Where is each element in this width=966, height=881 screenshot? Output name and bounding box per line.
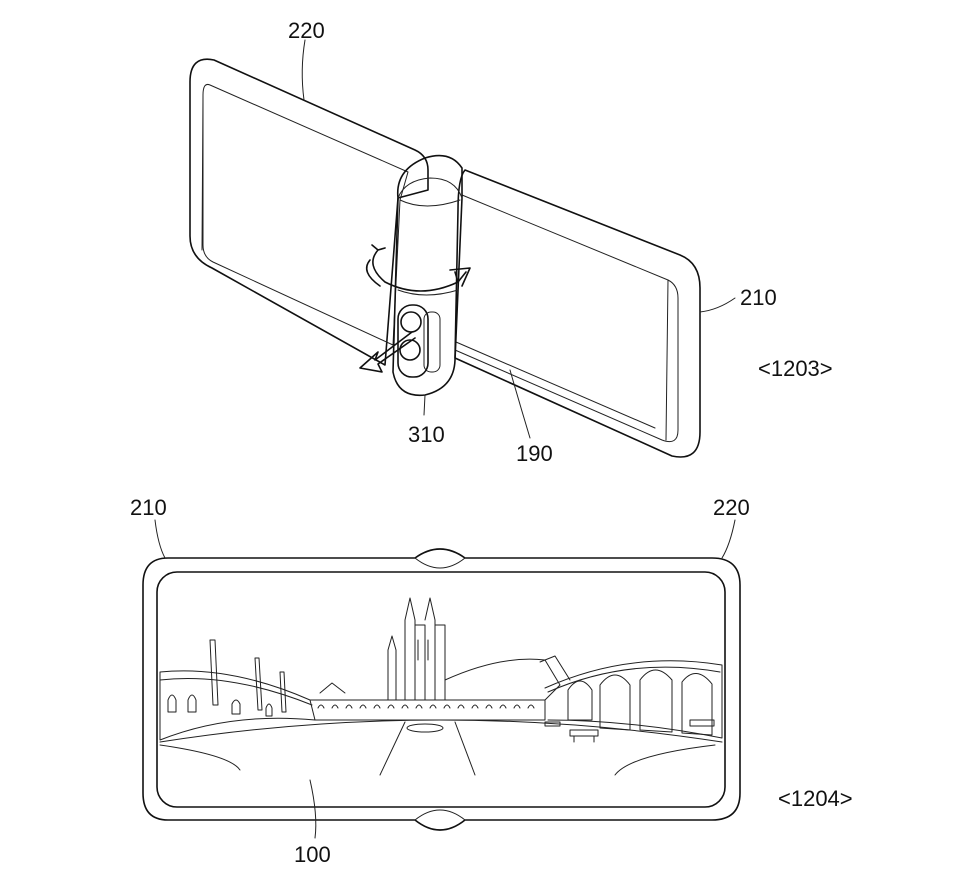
slide-arrow-icon [359, 331, 416, 373]
camera-lens-top [400, 311, 422, 333]
label-210-bottom: 210 [130, 495, 167, 520]
label-220-top: 220 [288, 18, 325, 43]
panorama-image [159, 597, 723, 776]
right-panel-outer [454, 169, 701, 458]
hinge-body [392, 154, 463, 397]
left-panel-screen [202, 84, 409, 346]
label-view-1204: <1204> [778, 786, 853, 811]
rotation-arrow-icon [371, 244, 467, 292]
device-view-1204: 210 220 100 <1204> [130, 495, 853, 867]
label-190: 190 [516, 441, 553, 466]
label-310: 310 [408, 422, 445, 447]
device-view-1203: 220 210 310 190 <1203> [189, 18, 833, 466]
label-view-1203: <1203> [758, 356, 833, 381]
label-210-top: 210 [740, 285, 777, 310]
camera-housing [397, 304, 429, 378]
label-220-bottom: 220 [713, 495, 750, 520]
camera-lens-bottom [399, 339, 421, 361]
device-outer [142, 548, 741, 831]
right-panel-screen [454, 194, 679, 443]
panorama-screen [156, 571, 726, 808]
label-100: 100 [294, 842, 331, 867]
left-panel-outer [189, 58, 429, 366]
